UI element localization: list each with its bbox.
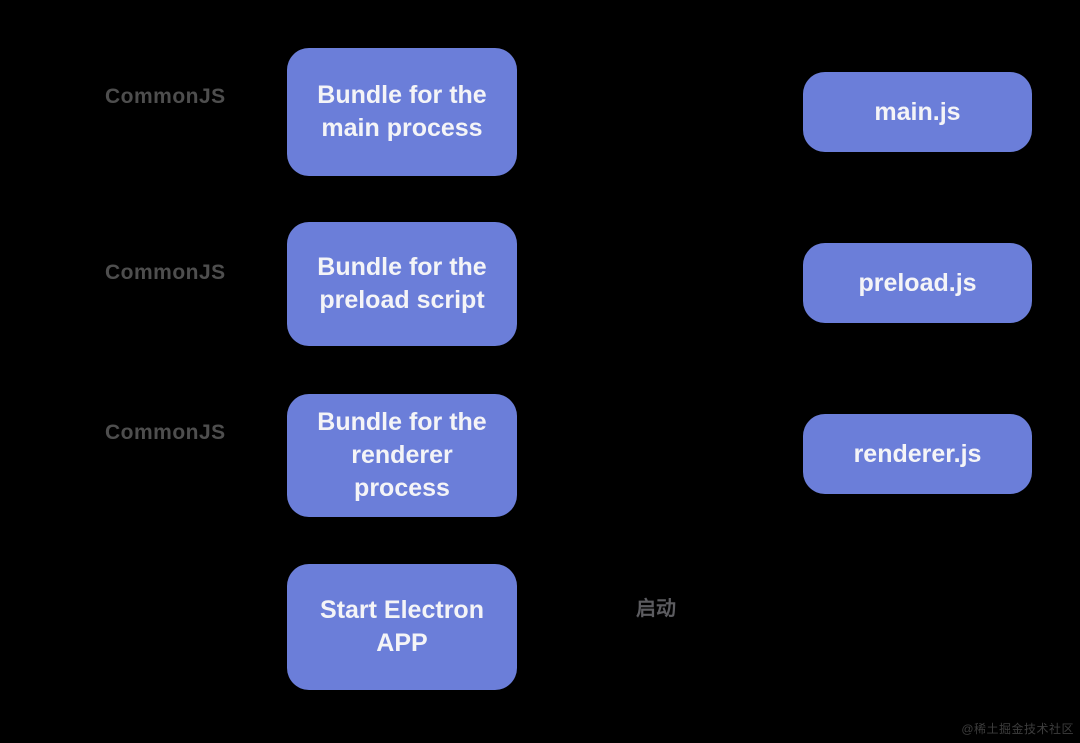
preload-js-box: preload.js: [803, 243, 1032, 323]
preload-js-label: preload.js: [858, 268, 977, 297]
start-electron-app-label: Start Electron APP: [320, 596, 484, 657]
watermark: @稀土掘金技术社区: [961, 722, 1074, 736]
bundle-preload-script-box: Bundle for the preload script: [287, 222, 517, 346]
main-js-label: main.js: [874, 97, 961, 126]
main-js-box: main.js: [803, 72, 1032, 152]
renderer-js-box: renderer.js: [803, 414, 1032, 494]
commonjs-label-main: CommonJS: [105, 85, 226, 108]
bundle-main-process-box: Bundle for the main process: [287, 48, 517, 176]
commonjs-label-preload: CommonJS: [105, 261, 226, 284]
bundle-renderer-process-label: Bundle for the renderer process: [317, 408, 487, 502]
start-annotation: 启动: [636, 598, 676, 620]
commonjs-label-renderer: CommonJS: [105, 421, 226, 444]
bundle-main-process-label: Bundle for the main process: [317, 81, 487, 142]
renderer-js-label: renderer.js: [853, 439, 982, 468]
bundle-renderer-process-box: Bundle for the renderer process: [287, 394, 517, 517]
bundle-preload-script-label: Bundle for the preload script: [317, 253, 487, 314]
start-electron-app-box: Start Electron APP: [287, 564, 517, 690]
